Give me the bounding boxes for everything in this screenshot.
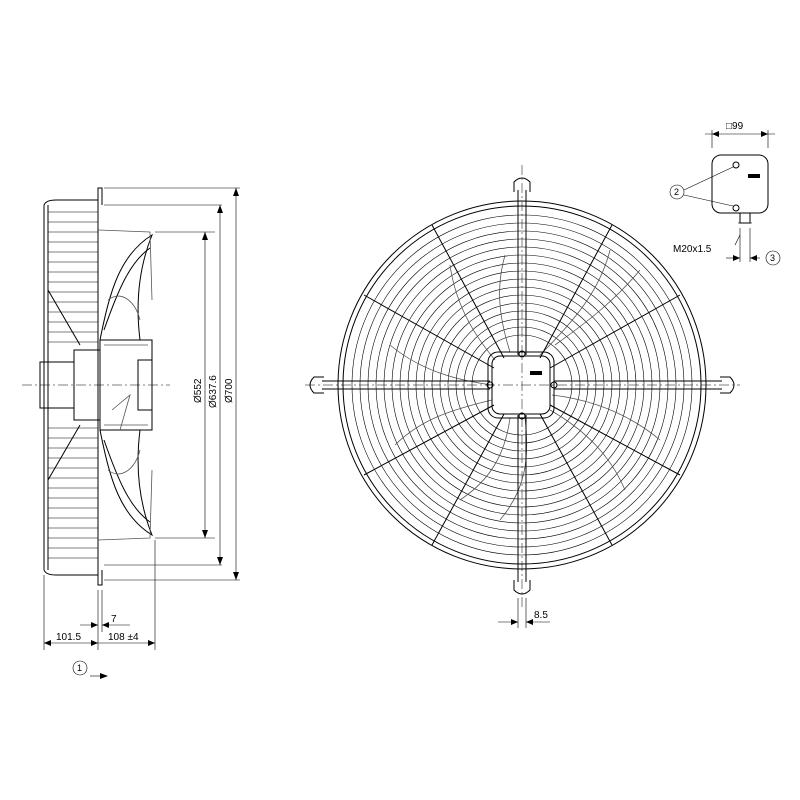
dim-108: 108 ±4 <box>108 632 139 643</box>
guard-wires <box>48 211 98 559</box>
dim-d637: Ø637.6 <box>208 375 219 408</box>
airflow-marker: 1 <box>72 660 108 679</box>
side-impeller <box>97 229 154 541</box>
dim-d700: Ø700 <box>224 378 235 403</box>
guard-spokes <box>363 224 681 546</box>
side-guard-grille <box>43 187 103 586</box>
cable-gland-label: M20x1.5 <box>673 244 712 255</box>
terminal-box-size: □99 <box>726 121 744 132</box>
dim-d552: Ø552 <box>193 378 204 403</box>
side-motor <box>39 339 153 431</box>
terminal-box: □99 M20x1.5 2 3 <box>669 121 781 266</box>
side-dimensions-horizontal: 7 101.5 108 ±4 <box>43 540 156 650</box>
guard-cross-bars <box>309 177 735 595</box>
guard-outer-ring <box>337 200 707 570</box>
marker-2-label: 2 <box>674 187 679 197</box>
side-dimensions-vertical: Ø552 Ø637.6 Ø700 <box>104 187 240 581</box>
front-view: 8.5 <box>305 165 740 628</box>
dim-8-5: 8.5 <box>534 610 548 621</box>
marker-2-circle <box>669 184 685 200</box>
dim-101-5: 101.5 <box>56 632 81 643</box>
dim-7: 7 <box>111 614 117 625</box>
side-view: Ø552 Ø637.6 Ø700 7 101.5 108 ±4 <box>22 187 240 679</box>
terminal-box-body <box>711 154 769 214</box>
marker-3-circle <box>765 250 781 266</box>
front-motor-hub <box>486 350 558 420</box>
front-impeller-blades <box>389 249 661 521</box>
marker-1-label: 1 <box>77 663 82 673</box>
guard-concentric-wires <box>351 214 693 556</box>
front-slot-dimension: 8.5 <box>498 598 550 628</box>
marker-3-label: 3 <box>770 253 775 263</box>
